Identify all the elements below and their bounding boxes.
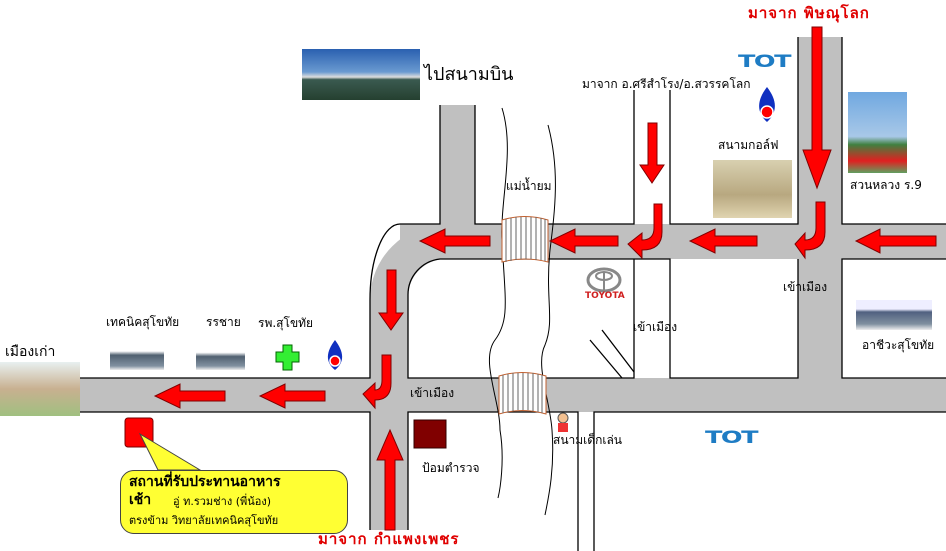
road-edges <box>80 37 946 551</box>
school-label: รรชาย <box>206 315 241 329</box>
technical-college-image <box>110 343 164 370</box>
bridge-south <box>498 372 547 415</box>
river-label: แม่น้ำยม <box>506 179 552 193</box>
police-label: ป้อมตำรวจ <box>422 461 480 475</box>
golf-label: สนามกอล์ฟ <box>718 138 779 152</box>
tot-logo-icon: TOT <box>705 428 758 448</box>
vocational-college-image <box>856 300 932 330</box>
ptt-logo-icon <box>759 87 775 122</box>
airplane-image <box>302 49 420 100</box>
old-city-image <box>0 362 80 416</box>
direction-arrows <box>153 26 937 531</box>
hospital-cross-icon <box>275 344 300 371</box>
callout-location: ตรงข้าม วิทยาลัยเทคนิคสุโขทัย <box>129 514 279 527</box>
toyota-logo-icon <box>586 267 622 293</box>
callout-pointer <box>138 432 202 471</box>
callout-title: สถานที่รับประทานอาหาร <box>129 474 281 490</box>
to-city-label: เข้าเมือง <box>410 386 455 400</box>
callout-place: อู่ ท.รวมช่าง (พี่น้อง) <box>173 495 272 508</box>
river-yom <box>488 107 556 516</box>
to-city-label: เข้าเมือง <box>783 280 828 294</box>
technical-college-label: เทคนิคสุโขทัย <box>106 315 180 329</box>
playground-icon <box>557 412 569 432</box>
callout-meal: เช้า <box>129 492 152 508</box>
toyota-label: TOYOTA <box>585 291 625 301</box>
from-kamphaeng-phet-label: มาจาก กำแพงเพชร <box>318 530 460 548</box>
breakfast-callout: สถานที่รับประทานอาหาร เช้า อู่ ท.รวมช่าง… <box>120 470 348 534</box>
school-image <box>196 343 245 370</box>
from-srisamrong-label: มาจาก อ.ศรีสำโรง/อ.สวรรคโลก <box>582 77 751 91</box>
old-city-label: เมืองเก่า <box>5 344 56 360</box>
to-airport-label: ไปสนามบิน <box>424 64 514 85</box>
to-city-label: เข้าเมือง <box>633 320 678 334</box>
playground-label: สนามเด็กเล่น <box>553 433 622 447</box>
vocational-label: อาชีวะสุโขทัย <box>862 338 935 352</box>
bridge-north <box>501 216 549 263</box>
golf-image <box>713 160 792 218</box>
park-image <box>848 92 907 173</box>
park-label: สวนหลวง ร.9 <box>850 178 922 192</box>
from-phitsanulok-label: มาจาก พิษณุโลก <box>748 4 870 22</box>
hospital-label: รพ.สุโขทัย <box>258 316 314 330</box>
tot-logo-icon: TOT <box>738 52 791 72</box>
police-box-icon <box>413 419 447 449</box>
ptt-logo-icon <box>327 340 343 370</box>
